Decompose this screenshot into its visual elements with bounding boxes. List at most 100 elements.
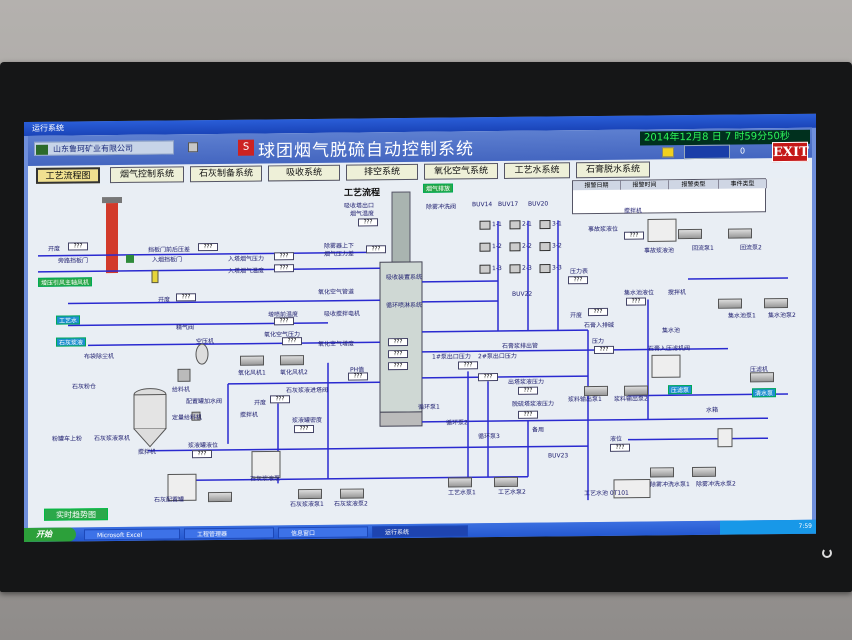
alarm-col-time: 报警时间 (621, 180, 669, 190)
absorber-stack (391, 191, 411, 263)
trend-chart-button[interactable]: 实时趋势图 (44, 508, 108, 521)
slurry-out-pump-2[interactable] (624, 385, 648, 396)
label-lime-to-tower: 石灰浆液进塔阀 (286, 386, 329, 395)
label-circ-system: 循环喷淋系统 (386, 301, 423, 310)
tab-process-flow[interactable]: 工艺流程图 (36, 167, 100, 184)
value-cooler-temp: ??? (274, 317, 294, 326)
press-filter-unit[interactable] (750, 372, 774, 383)
tab-process-water[interactable]: 工艺水系统 (504, 162, 570, 179)
label-buv23: BUV23 (548, 452, 569, 460)
value-tower-ph: ??? (388, 361, 408, 371)
valve-1-2[interactable]: 1-2 (492, 242, 502, 251)
label-water-pump1: 集水池泵1 (728, 312, 756, 320)
value-level2: ??? (610, 443, 630, 452)
company-name: 山东鲁珂矿业有限公司 (34, 140, 174, 156)
value-pressure-meter: ??? (568, 276, 588, 285)
value-flue-temp: ??? (358, 218, 378, 227)
lime-feed-pump[interactable] (208, 491, 232, 503)
process-water-pump-1[interactable] (448, 477, 472, 488)
lime-slurry-pump-2[interactable] (340, 488, 364, 499)
wash-pump-2[interactable] (692, 466, 716, 478)
tab-lime-prep[interactable]: 石灰制备系统 (190, 165, 262, 183)
valve-1-3[interactable]: 1-3 (492, 264, 502, 273)
label-gypsum-filter: 石膏入压滤机阀 (648, 345, 691, 353)
system-tray-clock: 7:59 (720, 519, 816, 535)
wash-pump-1[interactable] (650, 467, 674, 478)
label-bypass: 旁路挡板门 (58, 257, 89, 265)
valve-3-2[interactable]: 3-2 (552, 242, 562, 250)
label-backflow2: 回流泵2 (740, 244, 762, 252)
label-inlet-pressure: 入塔烟气压力 (228, 255, 265, 263)
power-icon[interactable] (822, 548, 832, 558)
valve-2-3[interactable]: 2-3 (522, 264, 532, 272)
lime-slurry-pump-1[interactable] (298, 488, 322, 500)
valve-2-1[interactable]: 2-1 (522, 220, 532, 228)
label-backup: 备用 (532, 426, 545, 434)
value-opening1: ??? (68, 242, 88, 251)
tab-flue-gas[interactable]: 烟气控制系统 (110, 166, 184, 184)
label-agitator-3: 搅拌机 (624, 207, 643, 215)
valve-tag-buv14: BUV14 (472, 201, 493, 209)
main-fan-tag[interactable]: 增压引风主轴风机 (38, 277, 93, 287)
smoke-emission-tag: 烟气排放 (423, 183, 454, 193)
label-backflow1: 回流泵1 (692, 244, 714, 253)
clear-pump-tag: 清水泵 (752, 388, 777, 398)
screen: 运行系统 山东鲁珂矿业有限公司 S 球团烟气脱硫自动控制系统 2014年12月8… (24, 113, 816, 542)
lock-icon[interactable] (662, 147, 674, 158)
start-button[interactable]: 开始 (24, 527, 76, 542)
label-opening2: 开度 (158, 296, 171, 304)
label-dust-collector: 布袋除尘机 (84, 353, 115, 361)
valve-2-2[interactable]: 2-2 (522, 242, 532, 250)
label-air-valve: 精气阀 (176, 324, 195, 332)
tab-gypsum[interactable]: 石膏脱水系统 (576, 161, 650, 179)
backflow-pump-2[interactable] (728, 228, 752, 239)
tab-absorption[interactable]: 吸收系统 (268, 164, 340, 182)
alarm-count: 0 (740, 146, 746, 156)
tab-drain[interactable]: 排空系统 (346, 163, 418, 181)
label-ox-temp: 氧化空气增度 (318, 340, 355, 348)
task-runtime[interactable]: 运行系统 (372, 525, 468, 538)
value-ox-pressure: ??? (282, 337, 302, 346)
oxidation-fan-2[interactable] (280, 355, 304, 366)
backflow-pump-1[interactable] (678, 228, 702, 240)
label-process-tank: 工艺水池 0T101 (584, 489, 629, 498)
label-opening4: 开度 (570, 312, 583, 320)
valve-1-1[interactable]: 1-1 (492, 220, 502, 229)
label-opening3: 开度 (254, 399, 267, 407)
task-excel[interactable]: Microsoft Excel (84, 528, 180, 541)
value-ph: ??? (348, 372, 368, 381)
valve-3-3[interactable]: 3-3 (552, 264, 562, 272)
tab-oxidation[interactable]: 氧化空气系统 (424, 163, 498, 180)
page-title: 球团烟气脱硫自动控制系统 (258, 139, 474, 162)
label-lime-pump2: 石灰浆液泵2 (334, 500, 368, 508)
label-outlet-pressure: 出塔浆液压力 (508, 378, 545, 386)
alarm-indicator[interactable] (684, 144, 730, 160)
valve-3-1[interactable]: 3-1 (552, 220, 562, 228)
label-opening: 开度 (48, 245, 61, 253)
label-ox-fan2: 氧化风机2 (280, 369, 308, 377)
scada-app: 山东鲁珂矿业有限公司 S 球团烟气脱硫自动控制系统 2014年12月8 日 7 … (28, 127, 812, 528)
label-inlet-temp: 入塔烟气温度 (228, 267, 265, 275)
alarm-table: 报警日期 报警时间 报警类型 事件类型 (572, 178, 767, 215)
water-pump-1[interactable] (718, 298, 742, 309)
print-icon[interactable] (188, 142, 198, 153)
label-circ-pump2: 循环泵2 (446, 419, 468, 427)
label-circ-pump1: 循环泵1 (418, 403, 440, 411)
task-info-window[interactable]: 信息窗口 (278, 526, 368, 539)
value-accident-level: ??? (624, 231, 644, 240)
main-pipes (38, 220, 788, 501)
oxidation-fan-1[interactable] (240, 355, 264, 366)
label-inlet-damper: 入烟挡板门 (152, 256, 183, 264)
value-outlet-pressure: ??? (518, 386, 538, 395)
water-pump-2[interactable] (764, 297, 788, 309)
label-wash-pump1: 除雾冲洗水泵1 (650, 481, 690, 489)
label-absorb-agitator: 吸收搅拌电机 (324, 310, 361, 318)
slurry-out-pump-1[interactable] (584, 385, 608, 397)
process-water-pump-2[interactable] (494, 476, 518, 488)
task-project-manager[interactable]: 工程管理器 (184, 527, 274, 540)
label-lime-pump1: 石灰浆液泵1 (290, 500, 324, 509)
value-slurry-density: ??? (294, 424, 314, 434)
value-gypsum-pressure: ??? (518, 410, 538, 419)
label-gypsum-pressure: 脱硫塔浆液压力 (512, 400, 555, 408)
label-compressor: 空压机 (196, 338, 215, 346)
